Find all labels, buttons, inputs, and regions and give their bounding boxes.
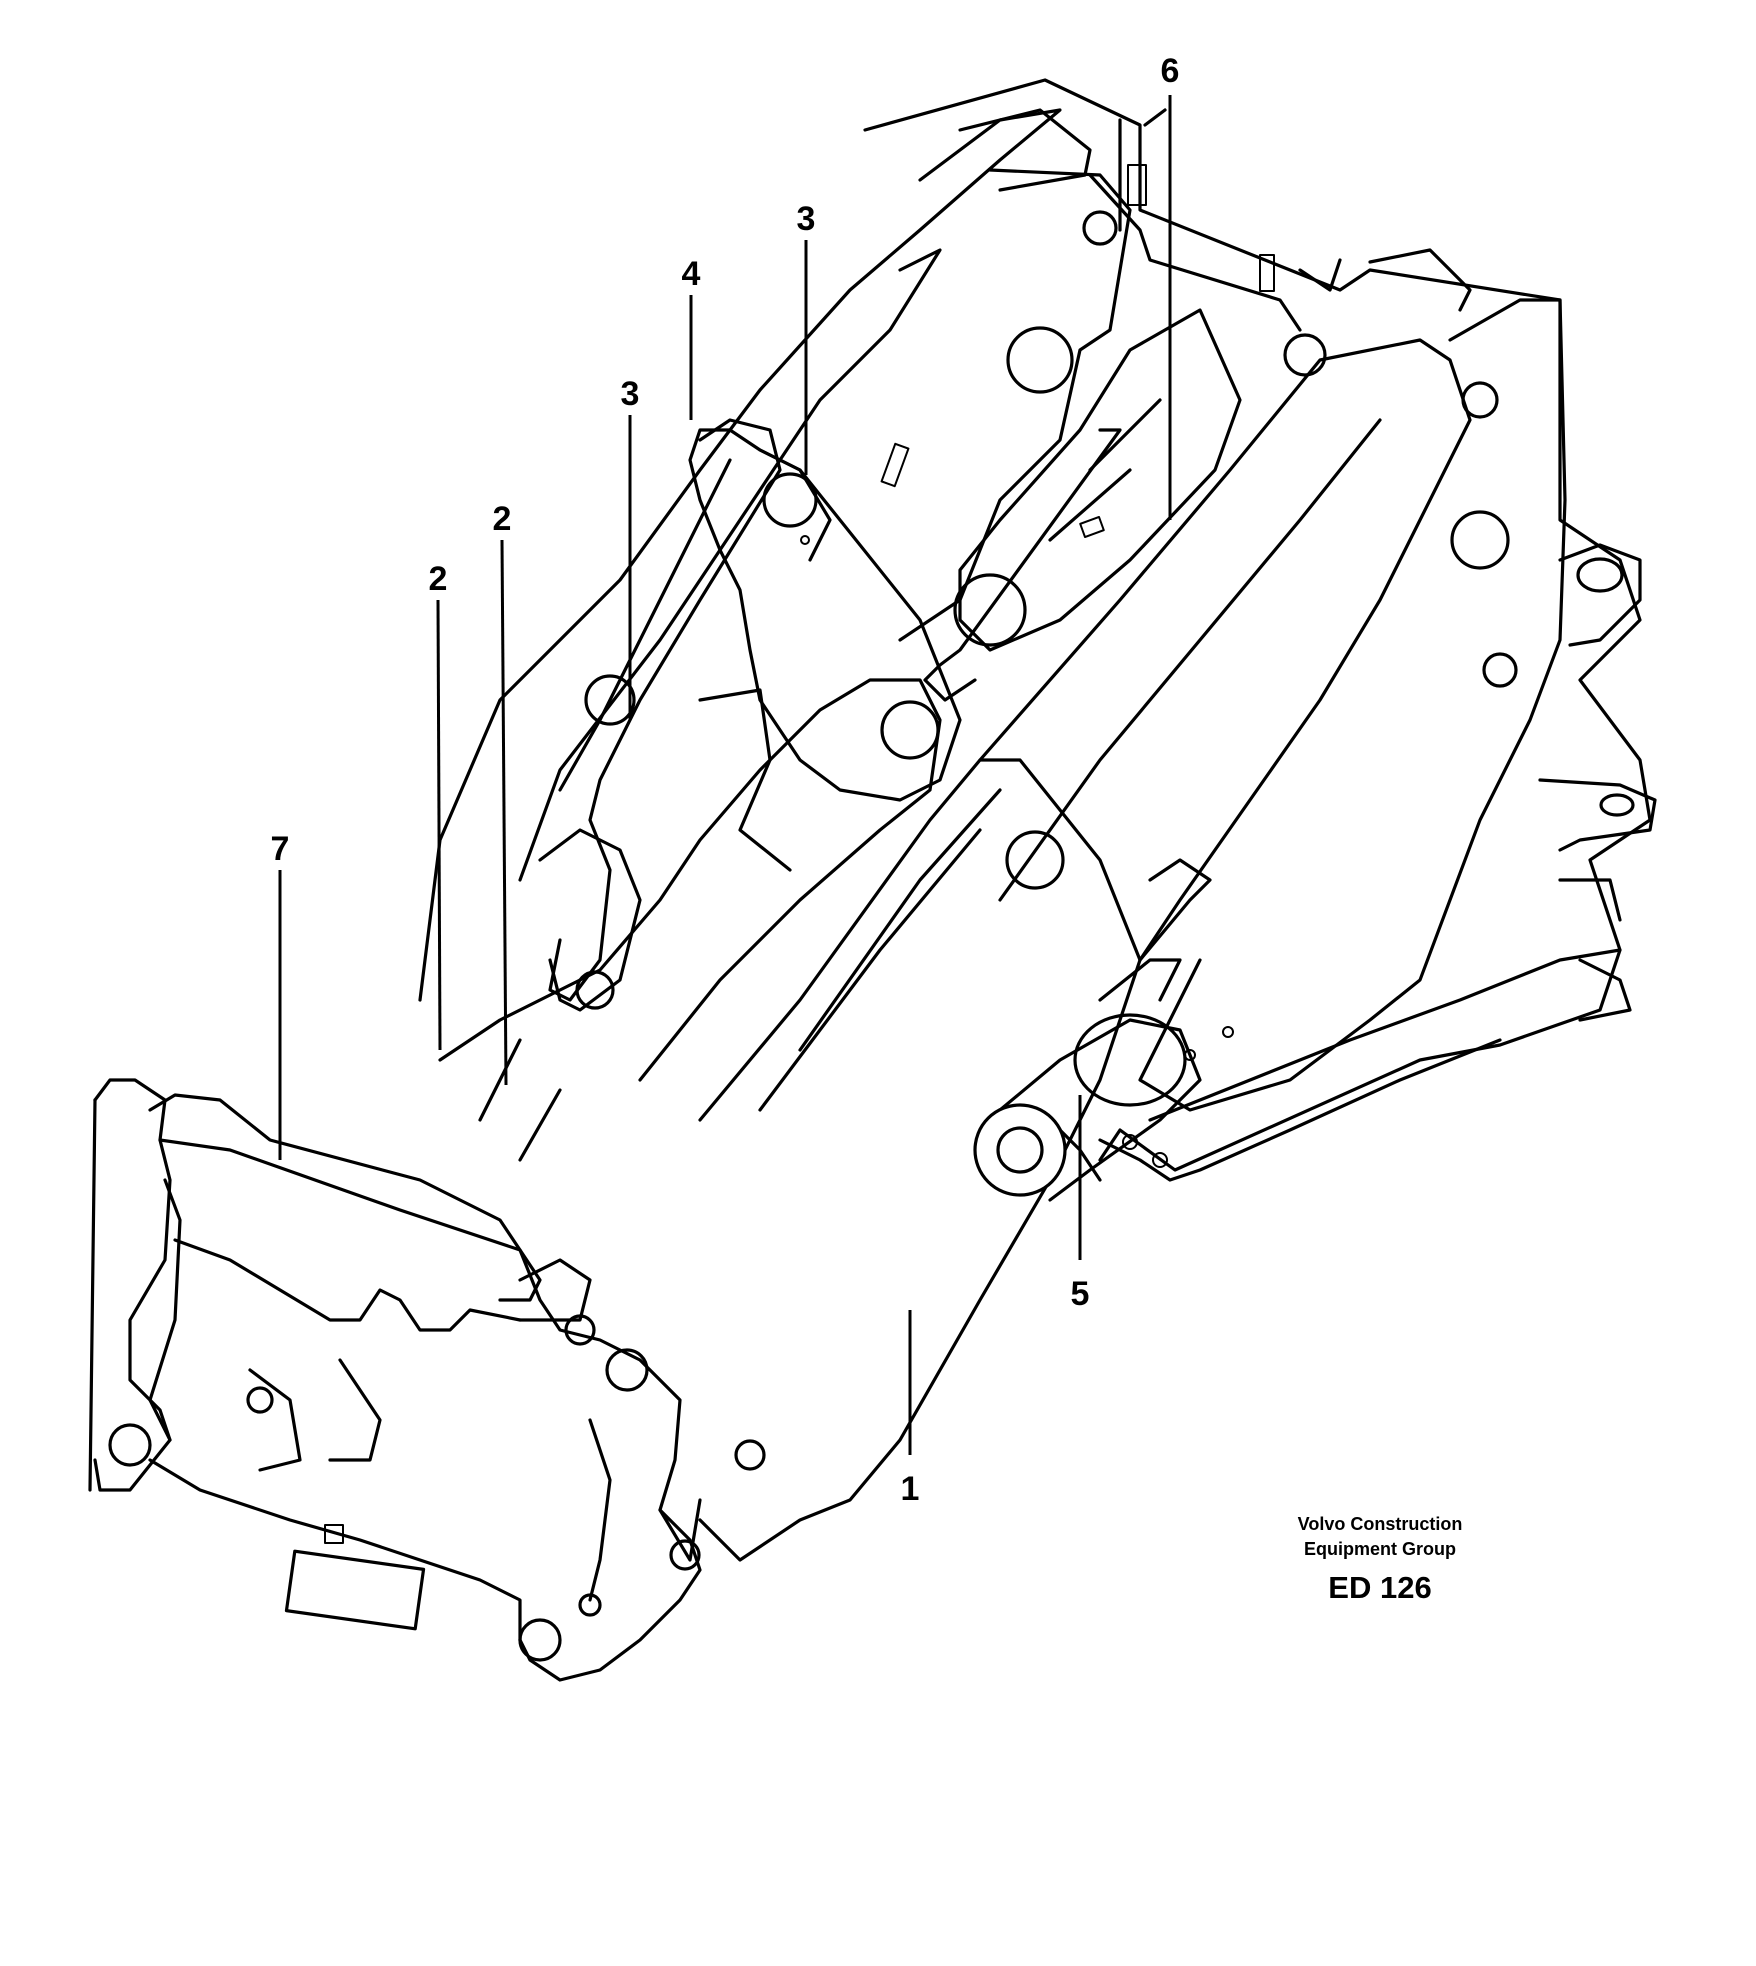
callout-5: 5 [1071, 1275, 1090, 1313]
callout-7: 7 [271, 830, 290, 868]
callout-1: 1 [901, 1470, 920, 1508]
callout-6: 6 [1161, 52, 1180, 90]
callout-3a: 3 [621, 375, 640, 413]
callout-3b: 3 [797, 200, 816, 238]
callout-2a: 2 [429, 560, 448, 598]
lift-arm-assembly-illustration [88, 78, 1657, 1682]
leader-line-2a [436, 599, 442, 1051]
callout-2b: 2 [493, 500, 512, 538]
caption-org-line2: Equipment Group [1304, 1539, 1456, 1559]
callout-4: 4 [682, 255, 701, 293]
drawing-caption: Volvo Construction Equipment Group ED 12… [1250, 1512, 1510, 1606]
leader-line-2b [500, 539, 508, 1086]
caption-org-line1: Volvo Construction [1297, 1514, 1463, 1534]
caption-drawing-code: ED 126 [1328, 1570, 1432, 1605]
